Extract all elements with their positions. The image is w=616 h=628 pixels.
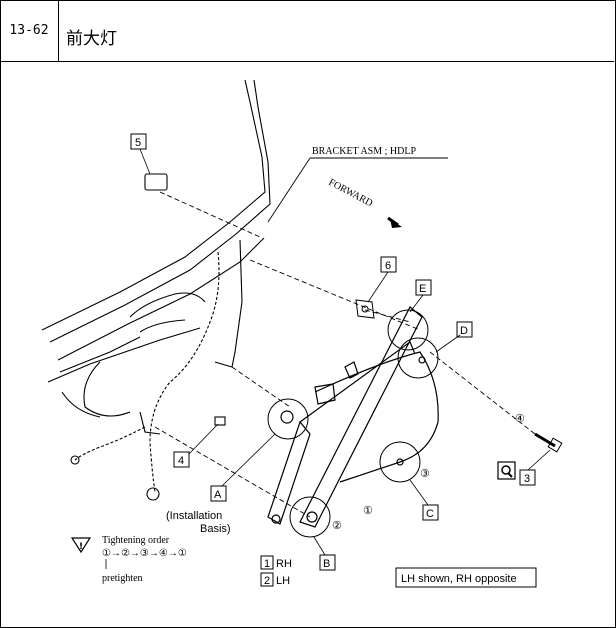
tightening-sequence: ①→②→③→④→① [102,548,187,559]
point-e-label: E [419,283,426,295]
lh-rh-note: LH shown, RH opposite [401,573,517,585]
rh-label: RH [276,558,292,570]
order-mark-3: ③ [420,468,430,480]
headlamp-installation-diagram: BRACKET ASM ; HDLP FORWARD 5 6 4 3 E D A… [41,79,563,588]
torque-wrench-icon [497,461,516,480]
order-mark-2: ② [332,520,342,532]
order-mark-4: ④ [515,413,525,425]
point-c-label: C [426,508,434,520]
point-a-label: A [214,489,222,501]
lh-label: LH [276,575,290,587]
svg-text:1: 1 [264,558,270,570]
order-mark-1: ① [363,505,373,517]
side-legend: 1 RH 2 LH [260,555,292,587]
nut-part-6 [355,299,375,319]
tightening-legend: ! Tightening order ①→②→③→④→① pretighten [70,535,187,584]
warning-triangle-icon [70,537,92,554]
svg-text:2: 2 [264,575,270,587]
page-header: 13-62 前大灯 [0,0,614,62]
page-number: 13-62 [0,0,59,61]
note-box [395,567,537,588]
tightening-marks: ① ② ③ ④ [332,413,525,532]
part-3-label: 3 [524,473,530,485]
bolt-part-3 [534,432,563,453]
point-circles [267,309,439,538]
page-title: 前大灯 [66,29,117,49]
installation-basis-line1: (Installation [166,510,222,522]
svg-text:!: ! [79,542,83,552]
installation-basis-line2: Basis) [200,523,231,535]
part-5-label: 5 [135,137,141,149]
pretighten-label: pretighten [102,573,143,584]
forward-label: FORWARD [327,177,375,209]
part-callouts: 5 6 4 3 [130,133,551,486]
part-4-label: 4 [178,455,184,467]
tightening-order-title: Tightening order [102,535,170,546]
point-callouts: E D A C B [210,279,473,571]
part-6-label: 6 [385,260,391,272]
bracket-asm-label: BRACKET ASM ; HDLP [312,146,416,157]
point-b-label: B [323,558,330,570]
vehicle-body-outline [41,79,271,501]
headlamp-bracket [267,306,439,528]
point-d-label: D [460,325,468,337]
